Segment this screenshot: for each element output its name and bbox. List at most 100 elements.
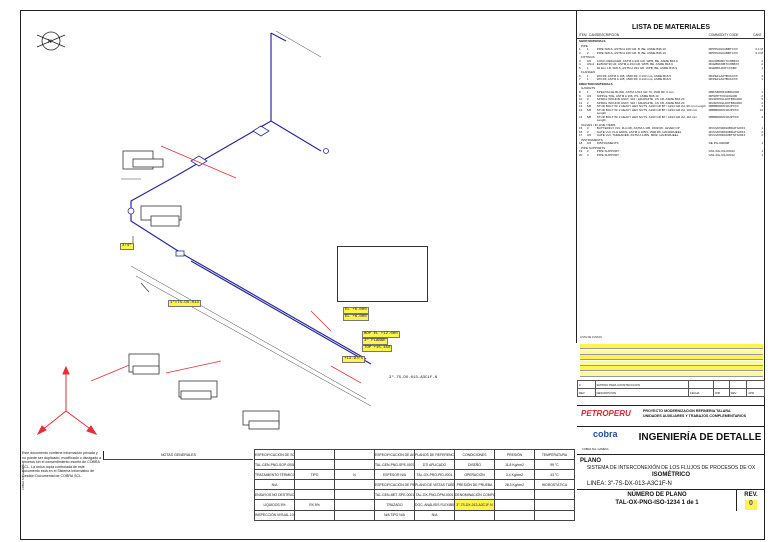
bom-cell-code: MBBBDRR010UPXXX: [708, 107, 739, 112]
rev-cell: [713, 380, 730, 389]
spec-cell: TAL-GEN-PNG-SOP-0006: [254, 459, 295, 471]
project-line-2: UNIDADES AUXILIARES Y TRABAJOS COMPLEMEN…: [643, 414, 747, 418]
callout-6: +13.97FS: [342, 356, 366, 363]
bom-cell-qty: 2: [586, 100, 589, 105]
spec-cell: 11.8 Kg/cm2: [494, 459, 535, 471]
bom-cell-code: MPNPPTXX110G000: [708, 93, 738, 98]
bom-cell-qty: 3/4: [586, 141, 592, 146]
spec-cell: DOC. ANÁLISIS FLEXIBILIDAD: [414, 499, 455, 511]
bom-cell-qty: 2: [586, 50, 589, 55]
bom-cell-cant: 4: [761, 104, 763, 109]
engineering-stage: INGENIERÍA DE DETALLE: [638, 432, 762, 443]
bom-cell-cant: 1: [761, 141, 763, 146]
bom-group-label: FLANGES: [581, 70, 596, 75]
bom-cell-item: 11: [579, 100, 583, 105]
cobra-tagline: COBRA SCL GAMESA: [582, 448, 609, 451]
spec-cell: [534, 509, 575, 521]
bom-cell-cant: 2: [761, 93, 763, 98]
contractor-block: cobra COBRA SCL GAMESA INGENIERÍA DE DET…: [577, 427, 765, 455]
bom-cell-code: DE-PG-000008: [708, 141, 730, 146]
bom-cell-code: MVGVRNR010BDATGWF1: [708, 126, 746, 131]
spec-cell: 3.4 Kg/cm2: [494, 469, 535, 481]
bom-cell-qty: 1: [586, 65, 589, 70]
spec-cell: TIPO: [294, 469, 335, 481]
plano-system: SISTEMA DE INTERCONEXIÓN DE LOS FLUJOS D…: [580, 465, 762, 479]
bom-cell-code: MBFSB0RF10BDA000: [708, 90, 740, 95]
client-block: PETROPERU PROYECTO MODERNIZACION REFINER…: [577, 405, 765, 427]
bom-cell-code: MGSPRDLLD0TBDA000: [708, 97, 742, 102]
project-name: PROYECTO MODERNIZACION REFINERIA TALARA …: [643, 409, 763, 419]
weld-row: [580, 360, 763, 366]
bom-cell-code: MVGVDRR010BTNTGWF1: [708, 133, 746, 138]
rev-row: 0 EMITIDO PARA CONSTRUCCION: [577, 380, 765, 389]
rev-cell: FECHA: [687, 388, 715, 397]
bom-cell-qty: 5/8: [586, 114, 592, 119]
bom-cell-desc: GATE VLV, THREADED, ASTM A 105N, 800#, H…: [596, 133, 679, 138]
bom-cell-code: MAEBDLR0TCXXB0: [708, 65, 737, 70]
spec-cell: PRESIÓN: [494, 448, 535, 461]
drawing-number-box: NÚMERO DE PLANO TAL-OX-PNG-ISO-1234 1 de…: [577, 489, 737, 511]
spool-line-label: 3"-7S-DX-013-A3C1F-N: [388, 376, 439, 381]
bom-cell-item: 10: [579, 97, 583, 102]
bom-cell-qty: 3: [586, 129, 589, 134]
sheet-frame: [20, 10, 765, 540]
bom-cell-cant: 1: [761, 65, 763, 70]
rev-cell: REV: [577, 388, 596, 397]
bom-cell-cant: 1: [761, 149, 763, 154]
bom-col-code: COMMODITY CODE: [708, 33, 739, 37]
bom-title: LISTA DE MATERIALES: [631, 24, 711, 31]
spec-row: ENSAYOS NO DESTRUCTIVOSTAL-GEN-MET-SPE-0…: [254, 489, 575, 501]
bom-cell-cant: 2: [761, 100, 763, 105]
bom-cell-item: 20: [579, 152, 583, 157]
bom-cell-qty: 1: [586, 47, 589, 52]
rev-cell: APR: [746, 388, 765, 397]
bom-cell-item: 8: [579, 90, 581, 95]
spec-cell: N/A TIPO N/A: [374, 509, 415, 521]
bom-cell-code: GS1-DG-GS-00012: [708, 152, 735, 157]
spec-table: ESPECIFICACIÓN DE SOLDADURAESPECIFICACIÓ…: [254, 448, 575, 540]
bom-cell-qty: 3: [586, 97, 589, 102]
general-notes-header: NOTAS GENERALES: [103, 451, 253, 460]
bom-cell-cant: 1: [761, 90, 763, 95]
bom-cell-item: 6: [579, 73, 581, 78]
spec-cell: [494, 499, 535, 511]
spec-cell: [534, 489, 575, 501]
rev-cell: [728, 380, 748, 389]
spec-cell: [294, 448, 335, 461]
spec-cell: INSPECCIÓN VISUAL 100%: [254, 509, 295, 521]
bom-cell-item: 16: [579, 129, 583, 134]
spec-cell: [494, 509, 535, 521]
bom-cell-cant: 1: [761, 126, 763, 131]
weld-list-label: LISTA DE JUNTAS: [580, 336, 602, 339]
bom-cell-code: MACRB0BCTCXBBXX: [708, 58, 740, 63]
bom-cell-item: 7: [579, 77, 581, 82]
weld-list: [578, 340, 764, 380]
bom-cell-item: 13: [579, 107, 583, 112]
axis-triad-icon: [36, 365, 98, 436]
confidentiality-notice: Este documento contiene información priv…: [22, 451, 102, 478]
revision-value: 0: [745, 500, 757, 510]
weld-row: [580, 371, 763, 377]
bill-of-materials: LISTA DE MATERIALES ITEM CANT DESCRIPCIO…: [576, 11, 765, 343]
spec-cell: [294, 509, 335, 521]
bom-cell-desc: PIPE SUPPORT: [596, 149, 619, 154]
title-placeholder-box: [337, 246, 428, 302]
bom-cell-cant: 0.2 M: [755, 50, 763, 55]
cobra-logo: cobra: [593, 429, 618, 439]
bom-cell-item: 18: [579, 141, 583, 146]
bom-cell-cant: 2: [761, 133, 763, 138]
spec-cell: [334, 499, 375, 511]
bom-col-qty: CANT: [588, 33, 598, 37]
bom-cell-code: MFPEFLA0TBVAXXX: [708, 77, 738, 82]
bom-cell-cant: 1: [761, 58, 763, 63]
